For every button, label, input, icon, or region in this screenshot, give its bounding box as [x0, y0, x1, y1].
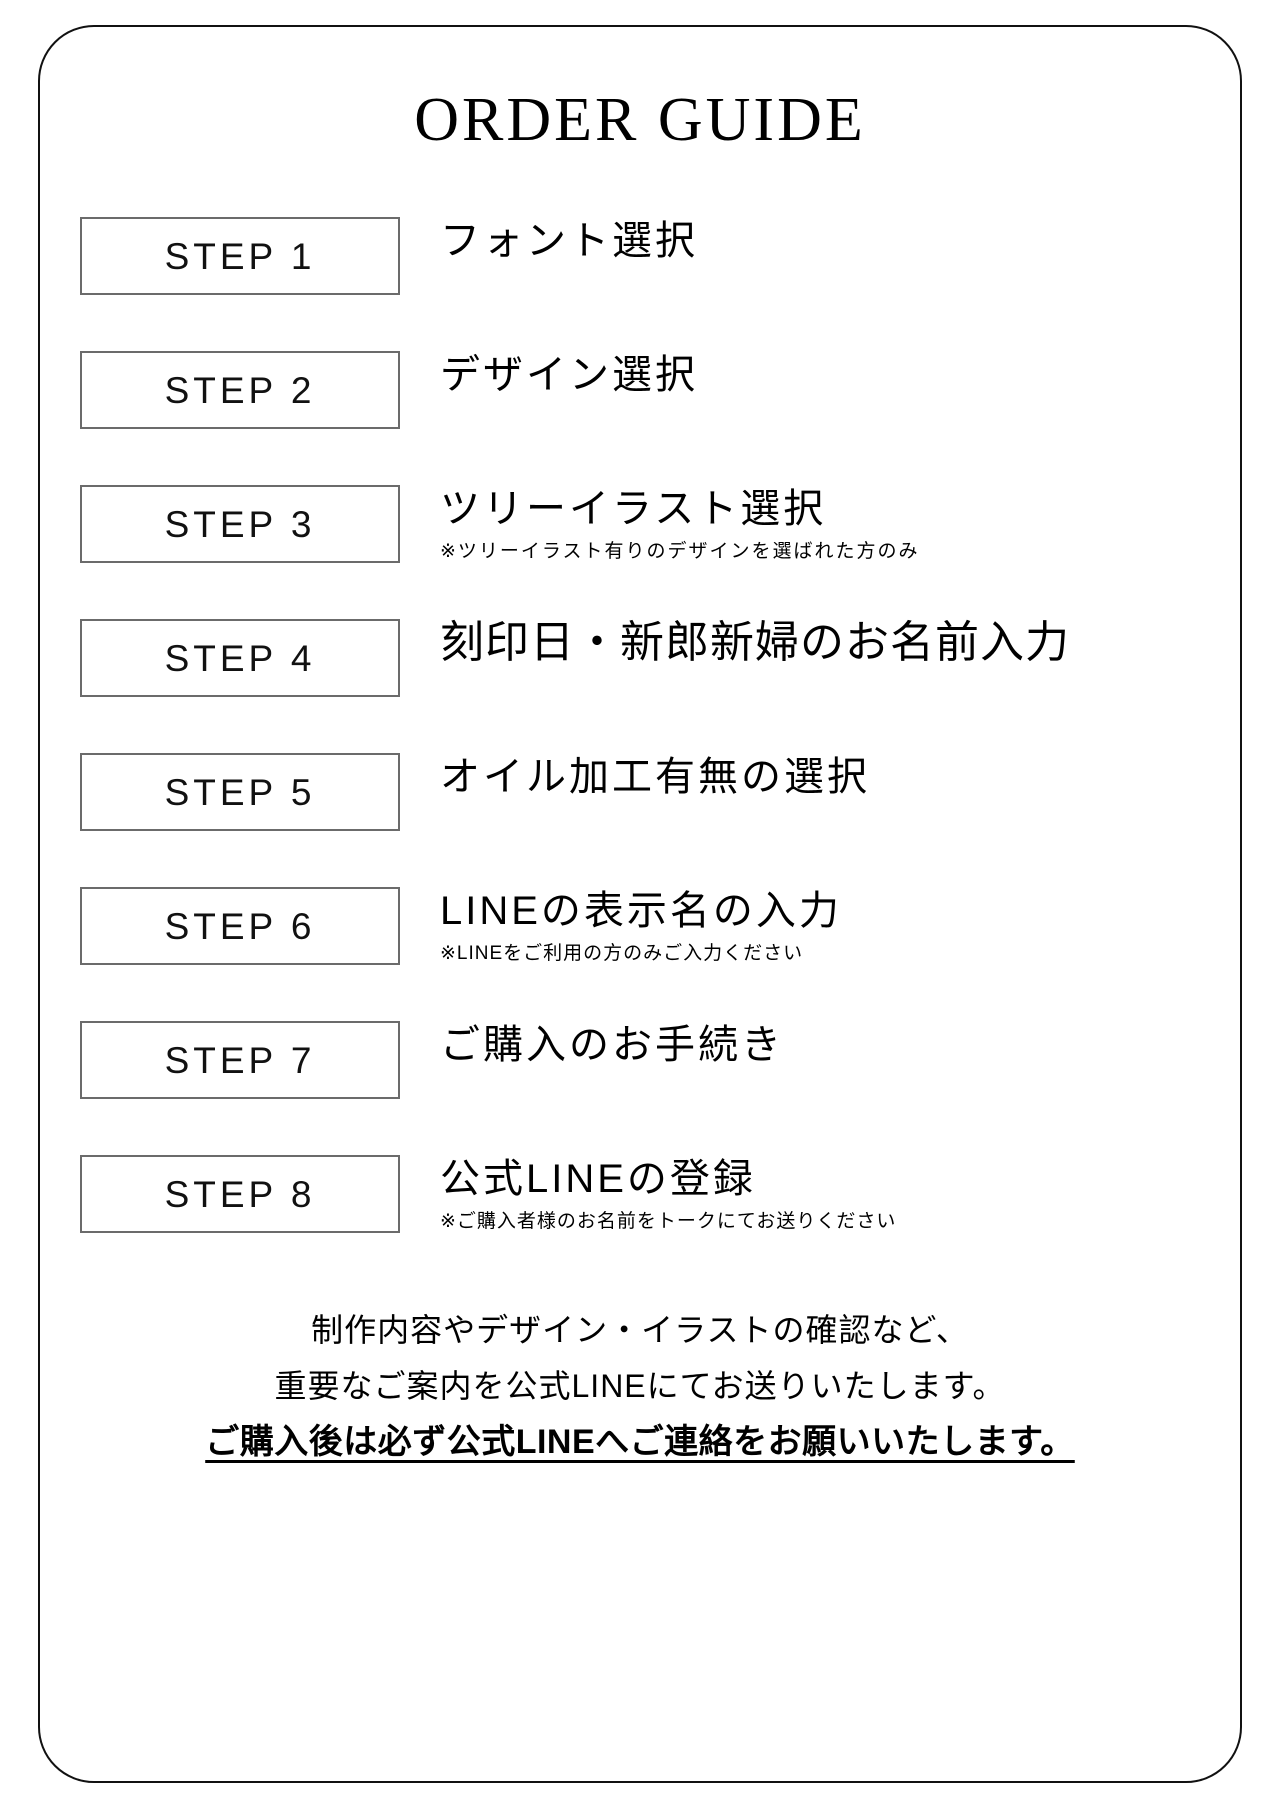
step-row: STEP 1 フォント選択: [40, 213, 1240, 347]
order-guide-card: ORDER GUIDE STEP 1 フォント選択 STEP 2 デザイン選択 …: [38, 25, 1242, 1783]
step-badge-label: STEP 8: [164, 1173, 316, 1215]
footer-notice: 制作内容やデザイン・イラストの確認など、 重要なご案内を公式LINEにてお送りい…: [40, 1302, 1240, 1470]
step-title: デザイン選択: [440, 353, 698, 397]
step-title: オイル加工有無の選択: [440, 755, 870, 799]
footer-line-2: 重要なご案内を公式LINEにてお送りいたします。: [274, 1368, 1006, 1404]
step-row: STEP 4 刻印日・新郎新婦のお名前入力: [40, 615, 1240, 749]
step-description-8: 公式LINEの登録 ※ご購入者様のお名前をトークにてお送りください: [440, 1151, 1230, 1237]
step-row: STEP 2 デザイン選択: [40, 347, 1240, 481]
step-row: STEP 5 オイル加工有無の選択: [40, 749, 1240, 883]
step-badge-2: STEP 2: [80, 351, 400, 429]
step-note: ※ご購入者様のお名前をトークにてお送りください: [440, 1211, 897, 1232]
step-badge-label: STEP 6: [164, 905, 316, 947]
step-title: LINEの表示名の入力: [440, 889, 842, 933]
footer-line-1: 制作内容やデザイン・イラストの確認など、: [311, 1312, 969, 1348]
step-description-1: フォント選択: [440, 213, 1230, 269]
step-badge-label: STEP 4: [164, 637, 316, 679]
step-badge-label: STEP 1: [164, 235, 316, 277]
page-title: ORDER GUIDE: [414, 86, 866, 154]
step-badge-label: STEP 3: [164, 503, 316, 545]
step-title: 刻印日・新郎新婦のお名前入力: [440, 618, 1070, 667]
step-description-7: ご購入のお手続き: [440, 1017, 1230, 1073]
step-badge-4: STEP 4: [80, 619, 400, 697]
step-description-6: LINEの表示名の入力 ※LINEをご利用の方のみご入力ください: [440, 883, 1230, 969]
step-badge-5: STEP 5: [80, 753, 400, 831]
step-description-5: オイル加工有無の選択: [440, 749, 1230, 805]
step-title: 公式LINEの登録: [440, 1157, 756, 1201]
step-badge-6: STEP 6: [80, 887, 400, 965]
step-row: STEP 6 LINEの表示名の入力 ※LINEをご利用の方のみご入力ください: [40, 883, 1240, 1017]
step-badge-label: STEP 2: [164, 369, 316, 411]
footer-line-3: ご購入後は必ず公式LINEへご連絡をお願いいたします。: [205, 1423, 1075, 1461]
step-note: ※LINEをご利用の方のみご入力ください: [440, 943, 804, 964]
step-badge-1: STEP 1: [80, 217, 400, 295]
step-description-2: デザイン選択: [440, 347, 1230, 403]
step-title: ツリーイラスト選択: [440, 487, 827, 531]
step-title: ご購入のお手続き: [440, 1023, 784, 1067]
step-description-3: ツリーイラスト選択 ※ツリーイラスト有りのデザインを選ばれた方のみ: [440, 481, 1230, 567]
step-badge-3: STEP 3: [80, 485, 400, 563]
step-badge-label: STEP 7: [164, 1039, 316, 1081]
steps-list: STEP 1 フォント選択 STEP 2 デザイン選択 STEP 3 ツリーイラ…: [40, 213, 1240, 1285]
step-row: STEP 3 ツリーイラスト選択 ※ツリーイラスト有りのデザインを選ばれた方のみ: [40, 481, 1240, 615]
step-badge-8: STEP 8: [80, 1155, 400, 1233]
step-badge-7: STEP 7: [80, 1021, 400, 1099]
step-description-4: 刻印日・新郎新婦のお名前入力: [440, 615, 1230, 671]
step-badge-label: STEP 5: [164, 771, 316, 813]
step-row: STEP 7 ご購入のお手続き: [40, 1017, 1240, 1151]
step-note: ※ツリーイラスト有りのデザインを選ばれた方のみ: [440, 541, 920, 562]
step-title: フォント選択: [440, 219, 698, 263]
step-row: STEP 8 公式LINEの登録 ※ご購入者様のお名前をトークにてお送りください: [40, 1151, 1240, 1285]
